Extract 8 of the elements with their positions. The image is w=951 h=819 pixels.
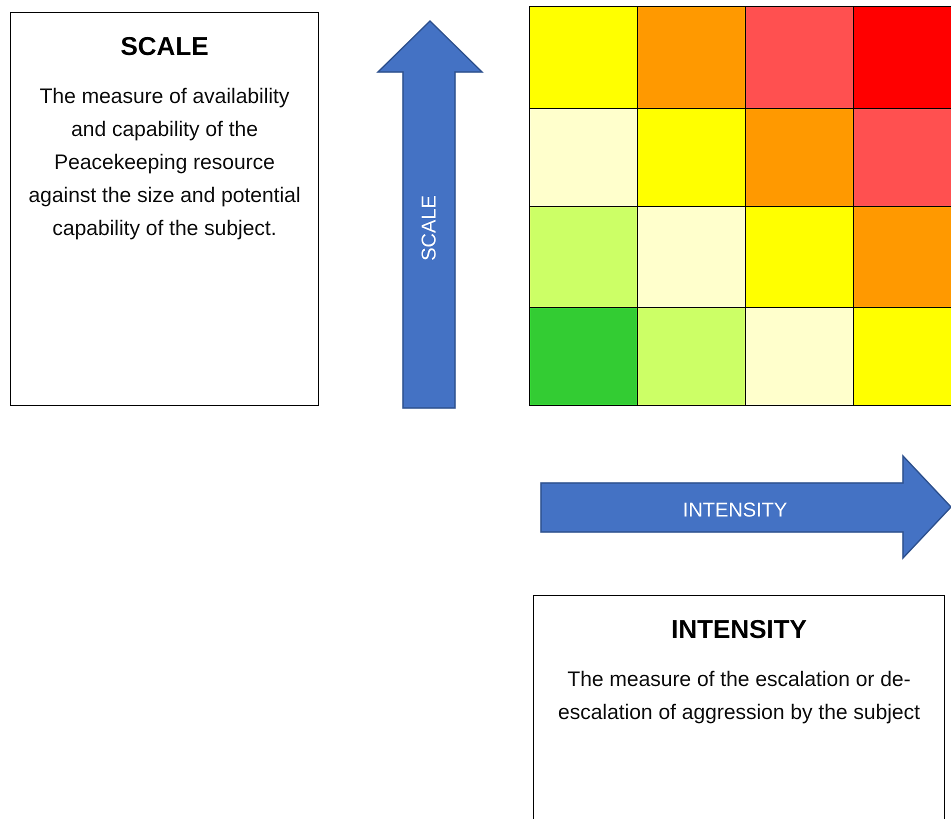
box-description: The measure of the escalation or de-escalation of aggression by the subject bbox=[557, 667, 921, 726]
arrow-label: INTENSITY bbox=[682, 500, 788, 522]
text-box bbox=[533, 595, 945, 819]
text-box bbox=[10, 12, 319, 406]
arrow-label: SCALE bbox=[418, 195, 442, 261]
box-description: The measure of availability and capability of the Peacekeeping resource against the size and potential capability of the subject. bbox=[27, 84, 302, 242]
box-heading: INTENSITY bbox=[671, 614, 807, 645]
box-heading: SCALE bbox=[120, 31, 209, 62]
